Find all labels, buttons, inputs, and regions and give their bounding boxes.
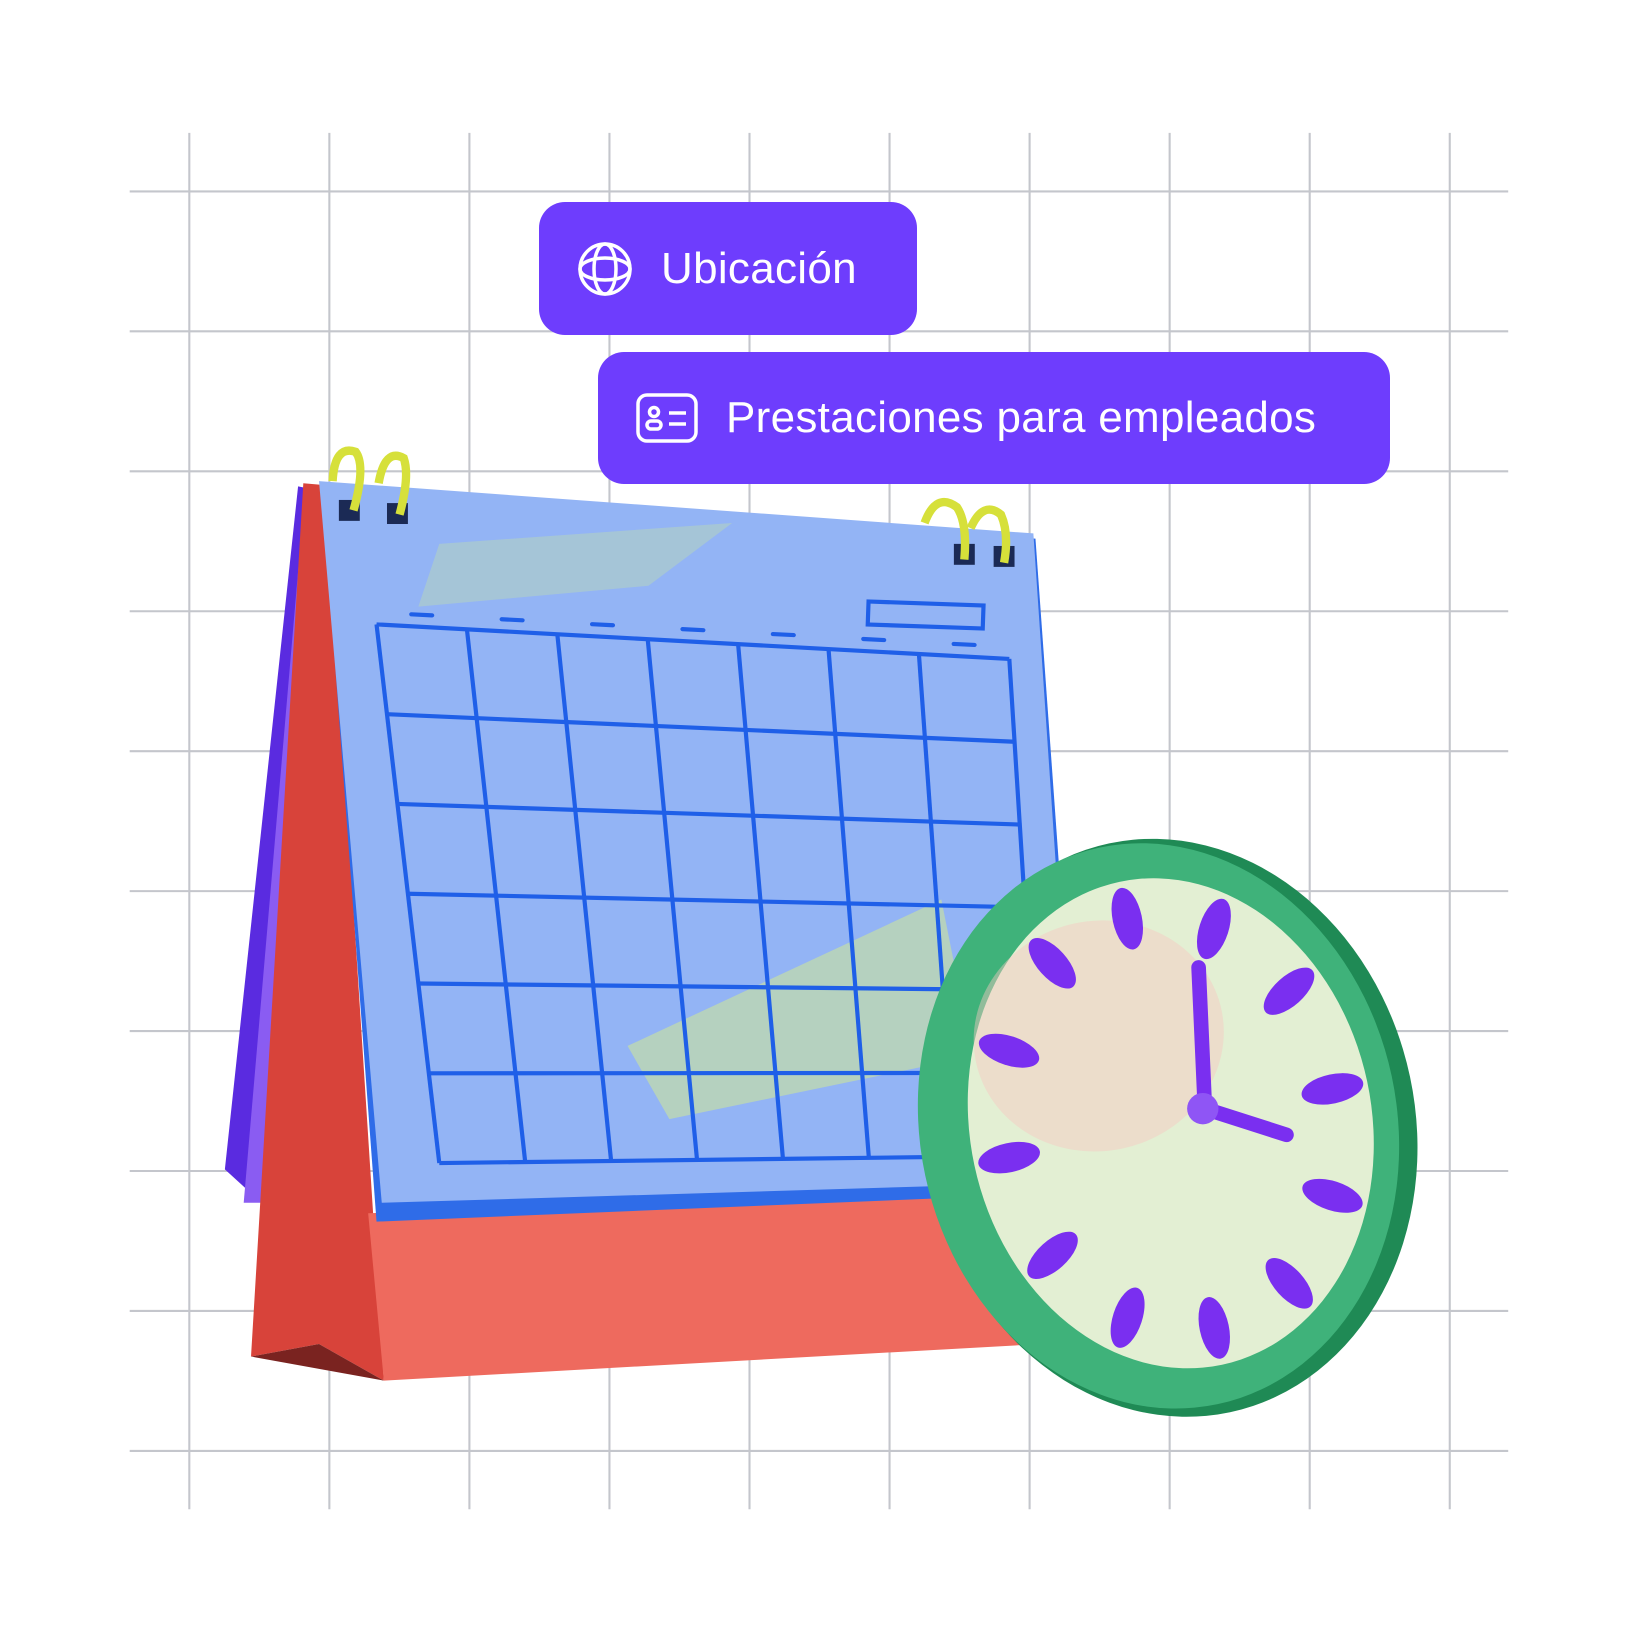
hour-mark	[1302, 1178, 1363, 1213]
id-card-icon	[636, 393, 698, 443]
hour-mark	[1263, 967, 1315, 1015]
clock-face-tint	[973, 920, 1224, 1152]
minute-hand	[1191, 960, 1213, 1116]
hour-mark	[1196, 898, 1231, 960]
hour-marks	[978, 887, 1364, 1359]
employee-benefits-tag: Prestaciones para empleados	[598, 352, 1390, 484]
calendar-header-box	[865, 599, 986, 631]
weekday-dash	[680, 627, 706, 633]
hour-mark	[1111, 887, 1144, 950]
clock-center	[1187, 1092, 1219, 1125]
weekday-dash	[951, 641, 977, 648]
weekday-dash	[589, 622, 616, 628]
calendar-page-highlight-2	[418, 522, 733, 607]
location-tag-label: Ubicación	[661, 243, 857, 293]
calendar-row-line	[397, 801, 1020, 827]
hour-mark	[1198, 1297, 1230, 1359]
calendar-page-highlight	[627, 899, 973, 1120]
hour-mark	[1265, 1258, 1313, 1309]
desk-calendar	[224, 446, 1083, 1381]
calendar-rings	[328, 446, 1015, 567]
hour-mark	[1110, 1287, 1145, 1348]
hour-mark	[978, 1141, 1040, 1174]
calendar-row-line	[386, 712, 1015, 744]
calendar-row-line	[407, 891, 1026, 910]
globe-icon	[578, 241, 632, 296]
calendar-stand-side	[251, 483, 384, 1381]
employee-benefits-tag-label: Prestaciones para empleados	[726, 393, 1317, 442]
hour-hand	[1197, 1101, 1294, 1143]
hour-mark	[1301, 1073, 1364, 1105]
weekday-dash	[770, 631, 796, 638]
location-tag: Ubicación	[539, 202, 917, 335]
weekday-dash	[861, 636, 887, 643]
clock-hands	[1187, 960, 1294, 1143]
calendar-base	[368, 1187, 1041, 1381]
hour-mark	[1028, 937, 1076, 989]
weekday-dash	[499, 617, 525, 623]
weekday-dash	[409, 612, 435, 618]
calendar-row-line	[376, 622, 1010, 662]
calendar-row-line	[418, 981, 1031, 993]
hour-mark	[1027, 1231, 1078, 1279]
weekday-dashes	[409, 612, 977, 648]
hour-mark	[978, 1033, 1040, 1068]
wall-clock	[917, 838, 1418, 1417]
calendar-stand-fold	[251, 1344, 384, 1381]
